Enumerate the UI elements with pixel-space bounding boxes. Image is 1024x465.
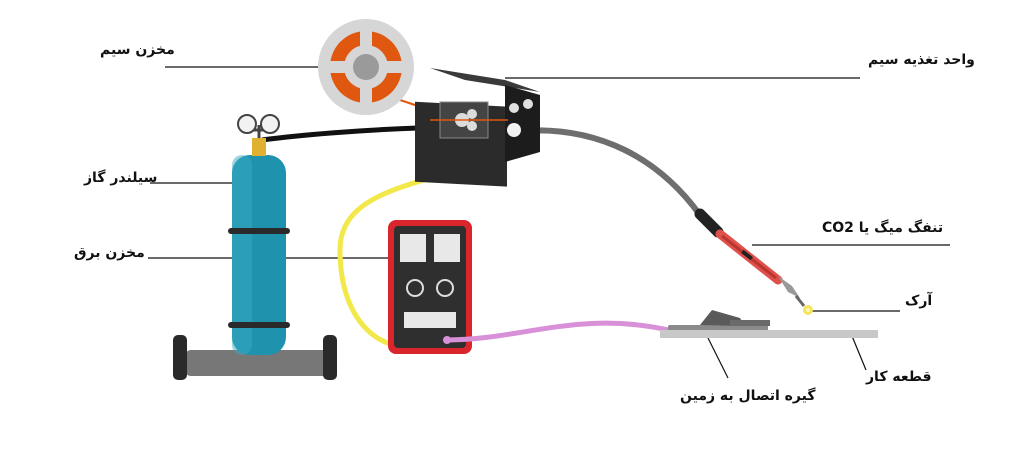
label-workpiece: قطعه کار [866,369,932,385]
label-power-source: مخزن برق [74,245,145,261]
leader-lines [148,66,950,379]
workpiece [660,330,878,338]
gas-hose [261,125,419,143]
label-ground-clamp: گیره اتصال به زمین [680,388,816,404]
power-source [388,220,472,354]
mig-gun [694,208,806,307]
label-mig-gun: تنفگ میگ یا CO2 [822,220,944,236]
label-wire-reel: مخزن سیم [100,42,175,58]
leader-workpiece [851,335,867,371]
wire-reel [318,19,414,115]
label-wire-feeder: واحد تغذیه سیم [868,52,975,68]
label-gas-cylinder: سیلندر گاز [84,170,158,186]
label-arc: آرک [905,293,933,309]
leader-ground-clamp [707,337,729,379]
wire-feeder [415,68,540,187]
gun-hose [519,127,703,217]
gas-cylinder [173,114,337,380]
ground-cable [446,320,669,343]
arc [803,305,813,315]
